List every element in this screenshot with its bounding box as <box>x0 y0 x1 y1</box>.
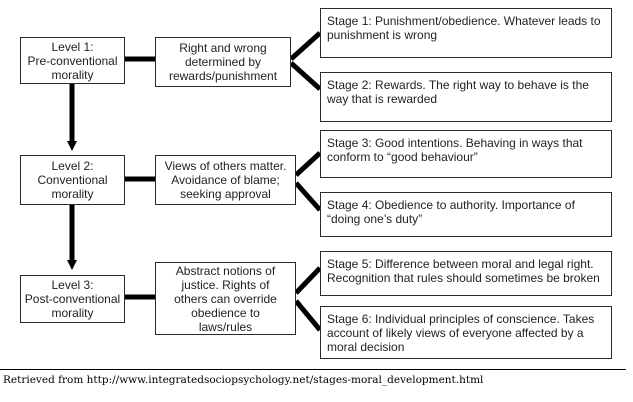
stage-3-box: Stage 3: Good intentions. Behaving in wa… <box>320 130 612 178</box>
level-3-summary-box: Abstract notions of justice. Rights of o… <box>155 262 296 335</box>
level-1-summary-box: Right and wrong determined by rewards/pu… <box>155 37 291 87</box>
stage-6-text: Stage 6: Individual principles of consci… <box>327 312 595 354</box>
stage-4-box: Stage 4: Obedience to authority. Importa… <box>320 192 612 237</box>
summary-1-to-stage-1-connector <box>289 31 322 61</box>
stage-2-box: Stage 2: Rewards. The right way to behav… <box>320 72 612 122</box>
level-2-summary: Views of others matter. Avoidance of bla… <box>164 159 287 201</box>
level-1-box: Level 1: Pre-conventional morality <box>20 37 125 84</box>
level-1-label: Level 1: Pre-conventional morality <box>27 39 118 82</box>
stage-1-text: Stage 1: Punishment/obedience. Whatever … <box>327 14 601 42</box>
source-caption: Retrieved from http://www.integratedsoci… <box>3 374 484 386</box>
summary-3-to-stage-6-connector <box>294 299 322 332</box>
level-2-label: Level 2: Conventional morality <box>37 159 108 201</box>
caption-divider <box>0 369 626 370</box>
level-1-summary: Right and wrong determined by rewards/pu… <box>168 41 278 83</box>
level-3-summary: Abstract notions of justice. Rights of o… <box>174 263 277 334</box>
level-2-box: Level 2: Conventional morality <box>20 155 125 205</box>
stage-6-box: Stage 6: Individual principles of consci… <box>320 306 612 359</box>
stage-2-text: Stage 2: Rewards. The right way to behav… <box>327 78 589 106</box>
stage-5-box: Stage 5: Difference between moral and le… <box>320 251 612 296</box>
level-2-summary-box: Views of others matter. Avoidance of bla… <box>155 155 296 205</box>
stage-3-text: Stage 3: Good intentions. Behaving in wa… <box>327 136 583 164</box>
summary-2-to-stage-4-connector <box>294 181 322 212</box>
summary-2-to-stage-3-connector <box>294 151 322 177</box>
stage-4-text: Stage 4: Obedience to authority. Importa… <box>327 198 575 226</box>
level-3-box: Level 3: Post-conventional morality <box>20 275 125 323</box>
level-3-label: Level 3: Post-conventional morality <box>24 278 121 320</box>
summary-3-to-stage-5-connector <box>294 266 322 295</box>
summary-1-to-stage-2-connector <box>289 61 322 91</box>
stage-5-text: Stage 5: Difference between moral and le… <box>327 257 600 285</box>
stage-1-box: Stage 1: Punishment/obedience. Whatever … <box>320 8 612 58</box>
